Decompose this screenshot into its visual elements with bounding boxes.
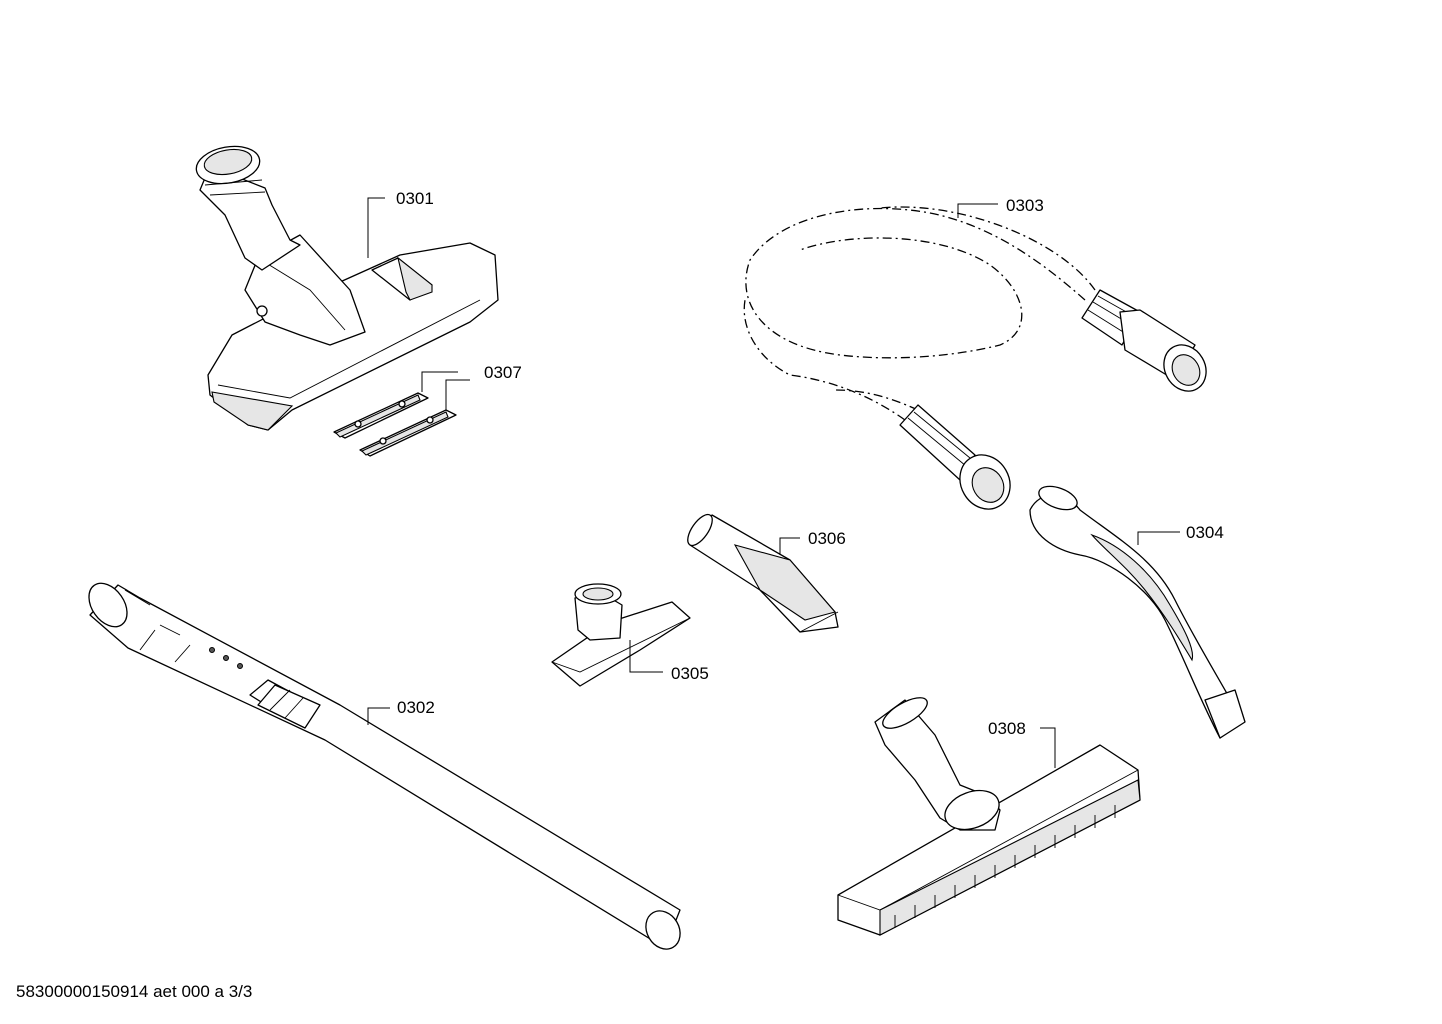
leader-lines (367, 197, 1180, 768)
label-0307: 0307 (484, 363, 522, 382)
floor-nozzle-part (195, 145, 499, 431)
hose-handle-part (1029, 485, 1246, 739)
hose-part (743, 206, 1207, 510)
parquet-brush-part (837, 697, 1141, 936)
document-id-footer: 58300000150914 aet 000 a 3/3 (16, 982, 253, 1001)
label-0305: 0305 (671, 664, 709, 683)
label-0301: 0301 (396, 189, 434, 208)
label-0302: 0302 (397, 698, 435, 717)
label-0304: 0304 (1186, 523, 1224, 542)
label-0303: 0303 (1006, 196, 1044, 215)
telescopic-tube-part (88, 582, 681, 950)
upholstery-tool-part (551, 583, 691, 687)
crevice-tool-part (687, 513, 839, 633)
label-0306: 0306 (808, 529, 846, 548)
label-0308: 0308 (988, 719, 1026, 738)
brush-strips-part (333, 392, 457, 457)
